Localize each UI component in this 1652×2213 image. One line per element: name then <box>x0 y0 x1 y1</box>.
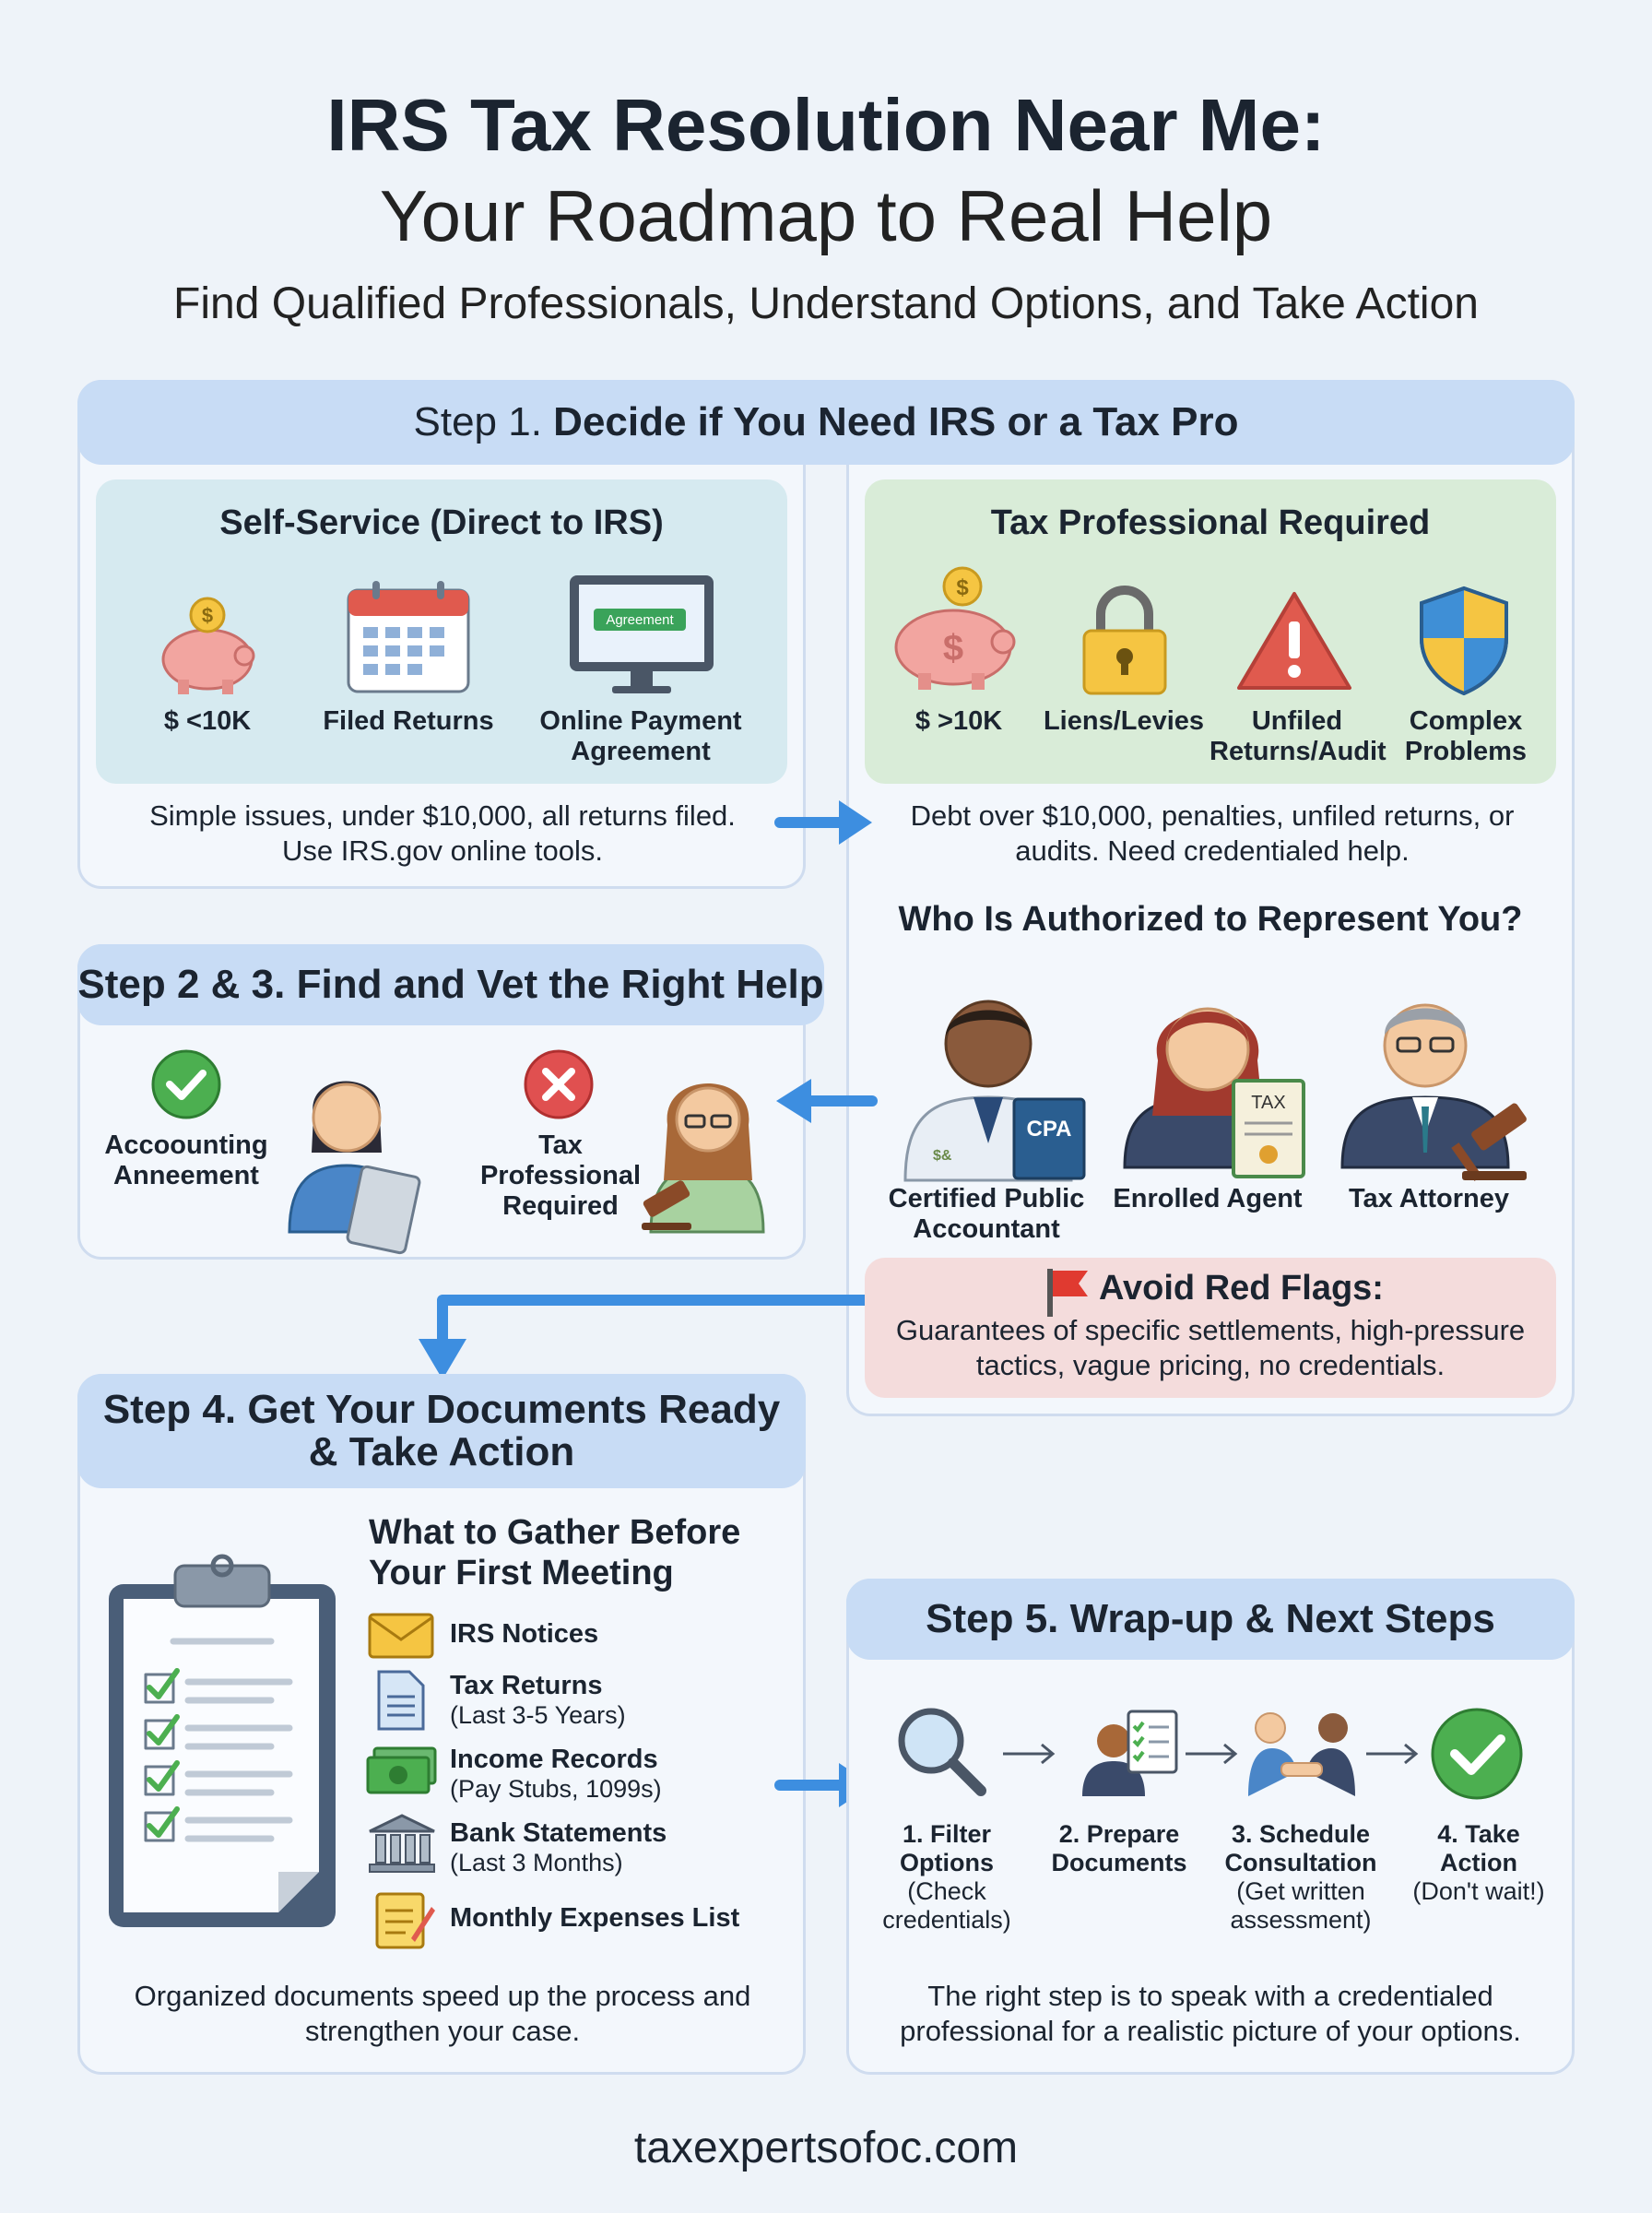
page-subtitle: Your Roadmap to Real Help <box>379 175 1273 256</box>
step1-title: Decide if You Need IRS or a Tax Pro <box>553 399 1239 444</box>
x-icon <box>524 1049 594 1119</box>
next-step-2: 2. Prepare Documents <box>1036 1820 1202 1877</box>
lock-icon <box>1082 586 1167 695</box>
woman-gavel-icon <box>642 1083 765 1234</box>
document-detail: (Last 3-5 Years) <box>450 1701 626 1729</box>
piggy-bank-icon: $ <box>161 597 255 694</box>
next-step-name: 3. Schedule Consultation <box>1224 1820 1377 1876</box>
self-service-label-3: Online Payment Agreement <box>539 706 742 766</box>
monitor-icon: Agreement <box>570 575 714 693</box>
notepad-icon <box>375 1892 435 1949</box>
arrow-down-icon <box>419 1295 865 1379</box>
enrolled-agent-icon: TAX <box>1123 1007 1305 1178</box>
authorized-label-2: Enrolled Agent <box>1113 1184 1303 1213</box>
red-flags-text: Guarantees of specific settlements, high… <box>895 1314 1526 1381</box>
professional-label-1: $ >10K <box>914 706 1003 736</box>
authorized-label-3: Tax Attorney <box>1348 1184 1510 1213</box>
document-row-3: Income Records (Pay Stubs, 1099s) <box>450 1745 837 1804</box>
step5-header: Step 5. Wrap-up & Next Steps <box>846 1579 1575 1660</box>
step23-header: Step 2 & 3. Find and Vet the Right Help <box>77 944 824 1025</box>
professional-label-2: Liens/Levies <box>1043 706 1205 736</box>
take-action-check-icon <box>1431 1708 1523 1800</box>
document-name: Bank Statements <box>450 1818 667 1848</box>
document-row-2: Tax Returns (Last 3-5 Years) <box>450 1671 837 1730</box>
step4-footer: Organized documents speed up the process… <box>134 1980 751 2047</box>
step4-header: Step 4. Get Your Documents Ready & Take … <box>77 1374 806 1488</box>
next-step-1: 1. Filter Options (Check credentials) <box>870 1820 1023 1935</box>
arrow-left-icon <box>776 1079 878 1123</box>
svg-text:$: $ <box>202 604 213 627</box>
document-name: Monthly Expenses List <box>450 1903 740 1933</box>
self-service-title: Self-Service (Direct to IRS) <box>219 503 664 542</box>
next-step-3: 3. Schedule Consultation (Get written as… <box>1213 1820 1388 1935</box>
handshake-icon <box>1248 1712 1355 1796</box>
document-name: IRS Notices <box>450 1619 599 1649</box>
gather-title: What to Gather Before Your First Meeting <box>369 1513 741 1592</box>
next-step-name: 1. Filter Options <box>900 1820 994 1876</box>
self-service-description: Simple issues, under $10,000, all return… <box>149 799 736 867</box>
bank-icon <box>369 1814 435 1873</box>
step5-panel <box>846 1579 1575 2075</box>
red-flags-card <box>865 1258 1556 1398</box>
envelope-icon <box>368 1613 434 1659</box>
professional-title: Tax Professional Required <box>990 503 1431 542</box>
warning-icon <box>1237 592 1351 690</box>
professional-description: Debt over $10,000, penalties, unfiled re… <box>910 799 1515 867</box>
step-arrow-icon <box>1186 1743 1238 1765</box>
step5-title: Step 5. Wrap-up & Next Steps <box>926 1596 1495 1641</box>
step23-title: Step 2 & 3. Find and Vet the Right Help <box>77 962 824 1007</box>
document-detail: (Last 3 Months) <box>450 1849 623 1876</box>
professional-label-3: Unfiled Returns/Audit <box>1210 706 1386 766</box>
cpa-person-icon: $& CPA <box>903 1000 1086 1182</box>
footer-website[interactable]: taxexpertsofoc.com <box>633 2124 1019 2172</box>
document-detail: (Pay Stubs, 1099s) <box>450 1775 662 1803</box>
check-icon <box>151 1049 221 1119</box>
cash-icon <box>366 1746 437 1794</box>
tax-attorney-icon <box>1340 1003 1527 1181</box>
calendar-icon <box>347 581 470 693</box>
document-row-1: IRS Notices <box>450 1619 837 1650</box>
step1-prefix: Step 1. <box>413 399 542 444</box>
document-name: Income Records <box>450 1745 658 1774</box>
step5-footer: The right step is to speak with a creden… <box>900 1980 1521 2047</box>
self-service-label-2: Filed Returns <box>323 706 494 736</box>
piggy-bank-large-icon: $ $ <box>894 566 1016 690</box>
screen-label: Agreement <box>606 612 674 628</box>
clipboard-checklist-icon <box>109 1554 336 1927</box>
next-step-name: 4. Take Action <box>1437 1820 1520 1876</box>
woman-clipboard-icon <box>288 1081 421 1255</box>
step23-label-1: Accoounting Anneement <box>104 1130 268 1190</box>
self-service-label-1: $ <10K <box>163 706 252 736</box>
document-name: Tax Returns <box>450 1671 603 1700</box>
step-arrow-icon <box>1003 1743 1056 1765</box>
cert-label: TAX <box>1251 1093 1285 1113</box>
next-step-name: 2. Prepare Documents <box>1051 1820 1187 1876</box>
arrow-right-icon <box>774 800 872 845</box>
document-row-4: Bank Statements (Last 3 Months) <box>450 1818 837 1877</box>
shield-icon <box>1420 586 1508 696</box>
step-arrow-icon <box>1366 1743 1419 1765</box>
cpa-badge-label: $& <box>933 1148 952 1164</box>
professional-label-4: Complex Problems <box>1404 706 1528 766</box>
authorized-label-1: Certified Public Accountant <box>888 1184 1085 1244</box>
document-icon <box>377 1670 425 1731</box>
page-title: IRS Tax Resolution Near Me: <box>326 84 1326 166</box>
magnifier-icon <box>898 1708 986 1796</box>
step1-header: Step 1. Decide if You Need IRS or a Tax … <box>77 380 1575 465</box>
next-step-4: 4. Take Action (Don't wait!) <box>1398 1820 1560 1906</box>
next-step-detail: (Check credentials) <box>882 1877 1011 1934</box>
authorized-title: Who Is Authorized to Represent You? <box>898 900 1523 939</box>
next-step-detail: (Get written assessment) <box>1230 1877 1372 1934</box>
red-flag-icon <box>1047 1269 1088 1317</box>
step23-label-2: Tax Professional Required <box>479 1130 642 1221</box>
cpa-book-label: CPA <box>1027 1117 1072 1142</box>
step4-title: Step 4. Get Your Documents Ready & Take … <box>102 1387 781 1474</box>
prepare-documents-icon <box>1082 1710 1178 1796</box>
next-step-detail: (Don't wait!) <box>1412 1877 1545 1905</box>
page-tagline: Find Qualified Professionals, Understand… <box>173 279 1479 328</box>
document-row-5: Monthly Expenses List <box>450 1903 837 1934</box>
svg-text:$: $ <box>943 628 963 669</box>
red-flags-title: Avoid Red Flags: <box>1099 1269 1384 1308</box>
svg-text:$: $ <box>956 575 969 600</box>
